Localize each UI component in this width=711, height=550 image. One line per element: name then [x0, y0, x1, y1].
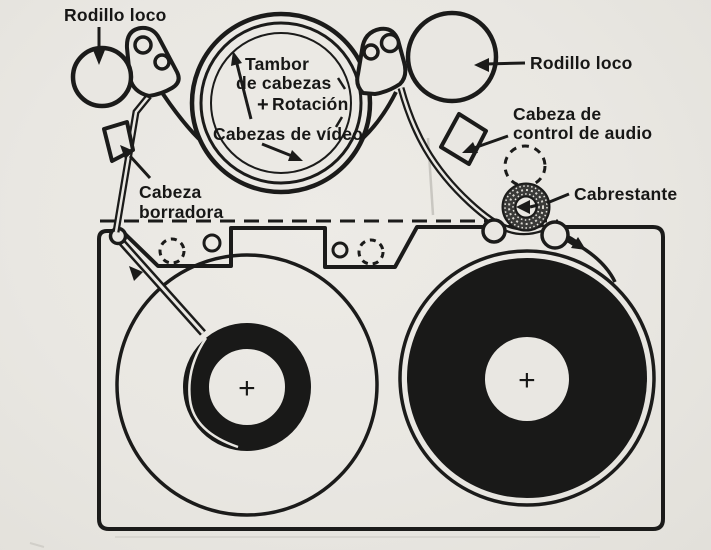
idler-right-leader: [485, 61, 526, 66]
capstan-stipple: [512, 193, 540, 221]
drum-label-tick: [336, 77, 347, 90]
guide-roller: [133, 35, 153, 55]
capstan-stipple: [504, 185, 548, 229]
capstan: [501, 182, 551, 232]
leader-lines: [97, 27, 570, 205]
erase-head-arrowhead: [120, 145, 134, 159]
tape-direction-arrow-left: [129, 266, 143, 281]
rotation-arrowhead: [231, 51, 242, 66]
tape-left-run-gap: [114, 95, 150, 233]
cassette-shell: [97, 225, 665, 531]
label-drum-line2: de cabezas: [236, 73, 331, 93]
audio-head-arrowhead: [462, 142, 478, 153]
label-rotation-symbol: +: [257, 94, 269, 116]
capstan-guide-left: [481, 218, 507, 244]
video-heads-arrowhead: [288, 150, 303, 161]
tape-drum-tangent-right: [361, 91, 398, 140]
idler-left-arrowhead: [93, 50, 105, 65]
shell-hole-left: [202, 233, 222, 253]
label-video-heads: Cabezas de vídeo: [213, 124, 363, 144]
label-idler-left: Rodillo loco: [64, 5, 167, 25]
label-audio-line1: Cabeza de: [513, 104, 601, 124]
label-capstan: Cabrestante: [574, 184, 677, 204]
audio-control-head: [439, 112, 488, 166]
takeup-reel-center-mark: +: [518, 364, 536, 397]
audio-head-leader: [473, 134, 509, 150]
drum-middle: [199, 21, 363, 185]
capstan-arrow-tail: [529, 203, 539, 209]
takeup-reel-flange: [398, 249, 656, 507]
rotation-leader: [234, 59, 253, 120]
shell-hole-right: [331, 241, 349, 259]
shell-hole-dashed-left: [158, 237, 186, 265]
loading-post-left-body: [124, 25, 181, 98]
capstan-guide-right: [540, 220, 570, 250]
guide-roller: [379, 32, 401, 54]
tape-drum-tangent-left: [161, 92, 201, 141]
takeup-reel: +: [398, 238, 656, 507]
takeup-reel-hub: [485, 337, 569, 421]
capstan-stipple: [508, 189, 544, 225]
idler-roller-right: [405, 10, 499, 104]
loading-post-right: [355, 26, 408, 96]
capstan-leader: [546, 192, 570, 205]
label-idler-right: Rodillo loco: [530, 53, 633, 73]
pinch-roller-dashed: [503, 144, 547, 188]
shell-hole-dashed-right: [357, 238, 385, 266]
tape-internal-gap: [116, 236, 205, 335]
scan-smudge: [29, 542, 45, 548]
label-audio-line2: control de audio: [513, 123, 652, 143]
label-drum-line1: Tambor: [245, 54, 309, 74]
supply-reel: +: [115, 253, 379, 517]
supply-reel-hub: [183, 323, 311, 451]
supply-reel-center-mark: +: [238, 372, 256, 405]
video-heads-leader: [261, 142, 293, 158]
tape-path-internal: [115, 235, 206, 336]
label-erase-line1: Cabeza: [139, 182, 202, 202]
drum-inner: [210, 32, 352, 174]
tape-direction-arrow-right: [571, 237, 586, 250]
rotation-label-tick: [334, 116, 344, 128]
idler-right-arrowhead: [474, 58, 489, 72]
erase-head-leader: [128, 154, 152, 180]
supply-reel-tape-leader: [188, 337, 239, 449]
supply-reel-flange: [115, 253, 379, 517]
capstan-arrow: [516, 200, 530, 214]
capstan-outline-outer: [501, 182, 551, 232]
tape-right-run-gap: [399, 87, 544, 233]
idler-roller-left: [70, 45, 134, 109]
loading-post-left: [124, 25, 181, 98]
label-erase-line2: borradora: [139, 202, 224, 222]
guide-roller: [153, 53, 171, 71]
label-rotation: Rotación: [272, 94, 348, 114]
guide-roller: [362, 43, 380, 61]
